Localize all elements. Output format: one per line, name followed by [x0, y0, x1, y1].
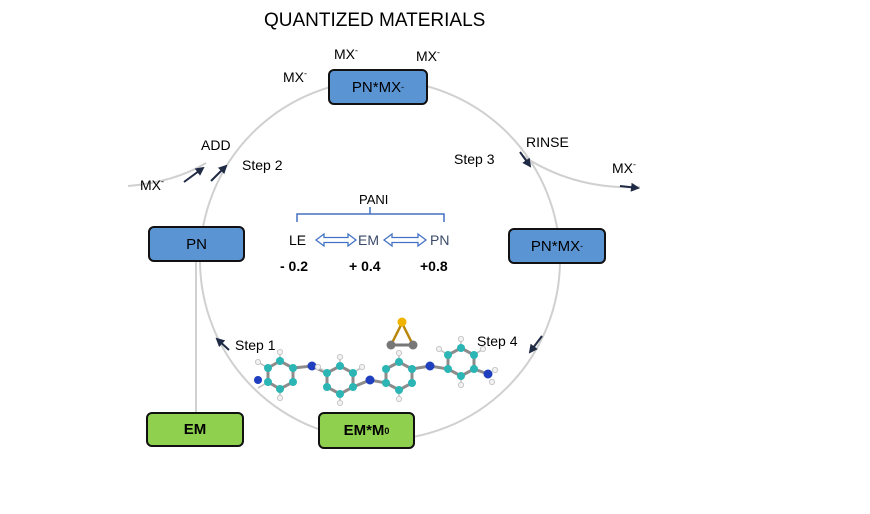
add-arrow-1 — [183, 166, 205, 183]
em-box: EM — [146, 412, 244, 447]
step4-label: Step 4 — [477, 333, 518, 349]
rinse-out-arrow — [619, 182, 640, 192]
mx-ion-label-top-right: MX- — [416, 47, 440, 64]
potential-le: - 0.2 — [280, 258, 309, 274]
pani-label: PANI — [359, 192, 389, 207]
state-em: EM — [358, 232, 379, 248]
step2-label: Step 2 — [242, 157, 283, 173]
pani-molecule — [254, 317, 499, 407]
pn-mx-box-top: PN*MX- — [328, 69, 428, 105]
state-le: LE — [289, 232, 307, 248]
mx-ion-label-outgoing: MX- — [612, 159, 636, 176]
potential-em: + 0.4 — [349, 258, 381, 274]
step3-arrow — [519, 151, 532, 168]
mx-ion-label-top-mid: MX- — [334, 45, 358, 62]
mx-ion-label-incoming: MX- — [140, 176, 164, 193]
em-pn-double-arrow — [382, 232, 428, 248]
step4-arrow — [528, 335, 543, 354]
add-curve — [127, 162, 207, 187]
diagram-title: QUANTIZED MATERIALS — [264, 10, 486, 31]
pn-box: PN — [148, 226, 245, 262]
add-label: ADD — [201, 137, 231, 153]
pani-bracket — [296, 207, 445, 222]
potential-pn: +0.8 — [420, 258, 448, 274]
rinse-label: RINSE — [526, 134, 569, 150]
mx-ion-label-top-left: MX- — [283, 68, 307, 85]
pn-mx-box-right: PN*MX- — [508, 228, 606, 264]
le-em-double-arrow — [314, 232, 358, 248]
step3-label: Step 3 — [454, 151, 495, 167]
add-arrow-2 — [210, 164, 228, 182]
step1-label: Step 1 — [235, 337, 276, 353]
state-pn: PN — [430, 232, 450, 248]
step1-arrow — [215, 337, 230, 351]
